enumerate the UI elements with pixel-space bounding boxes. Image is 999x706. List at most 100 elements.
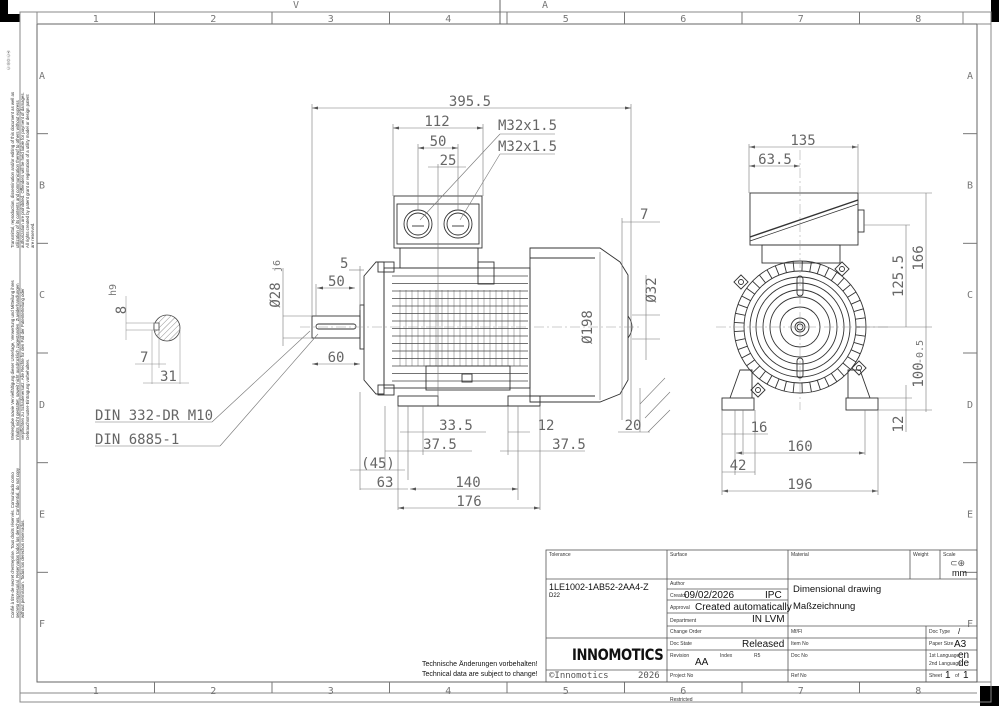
key-section-view — [125, 296, 189, 384]
sheet-label: Sheet — [929, 673, 943, 679]
dim-fan-cover-diameter: Ø198 — [580, 310, 596, 344]
dimension-arrow — [317, 286, 323, 290]
dimension-arrow — [512, 487, 518, 491]
column-marker: 5 — [563, 686, 569, 697]
column-marker: 6 — [680, 686, 686, 697]
department-value: IN LVM — [752, 614, 785, 625]
approval-value: Created automatically — [695, 602, 792, 613]
dim-foot-hole-width: 16 — [751, 420, 768, 436]
note-changes-en: Technical data are subject to change! — [422, 671, 538, 678]
dim-key-tolerance: h9 — [108, 284, 119, 296]
index-value: R5 — [754, 653, 761, 659]
column-marker: 1 — [93, 686, 99, 697]
copyright: ©Innomotics — [549, 671, 609, 681]
dim-gland-thread-2: M32x1.5 — [498, 139, 557, 155]
dimension-arrow — [312, 362, 318, 366]
column-marker: 7 — [798, 686, 804, 697]
dimension-arrow — [418, 146, 424, 150]
restricted-label: Restricted — [670, 697, 693, 703]
dim-foot-offset-1: 33.5 — [439, 418, 473, 434]
column-marker: 4 — [445, 14, 451, 25]
row-marker: A — [39, 71, 45, 82]
row-marker: E — [39, 510, 45, 521]
doc-state-value: Released — [742, 639, 785, 650]
dimension-arrow — [354, 362, 360, 366]
dim-shaft-diameter: Ø28 — [268, 282, 284, 307]
dim-gland-spacing: 50 — [430, 134, 447, 150]
tolerance-label: Tolerance — [549, 552, 571, 558]
column-marker: 8 — [915, 686, 921, 697]
change-order-label: Change Order — [670, 629, 702, 635]
corner-mark — [0, 0, 8, 14]
dim-shaft-height-end: 100 — [911, 362, 927, 387]
author-label: Author — [670, 581, 685, 587]
row-marker: B — [967, 181, 973, 192]
dimension-arrow — [410, 487, 416, 491]
dim-overall-length: 395.5 — [449, 94, 491, 110]
part-sub: D22 — [549, 593, 561, 599]
column-marker: 3 — [328, 686, 334, 697]
revision-label: Revision — [670, 653, 690, 659]
corner-mark — [991, 0, 999, 22]
company-logo: INNOMOTICS — [572, 645, 664, 664]
doc-type-label: Doc Type — [929, 629, 951, 635]
column-marker: 2 — [210, 14, 216, 25]
note-key: DIN 6885-1 — [95, 432, 179, 448]
sheet-value: 1 — [945, 670, 951, 681]
dimension-arrow — [534, 506, 540, 510]
dim-terminal-box-width: 112 — [424, 114, 449, 130]
dim-overall-height: 166 — [911, 245, 927, 270]
doc-no-label: Doc No — [791, 653, 808, 659]
column-marker: 7 — [798, 14, 804, 25]
title-en: Dimensional drawing — [793, 584, 882, 595]
dimension-arrow — [477, 126, 483, 130]
dimension-arrow — [398, 506, 404, 510]
creator-value: IPC — [765, 590, 782, 601]
dim-foot-hole-spacing-end: 160 — [787, 439, 812, 455]
index-label: Index — [720, 653, 733, 659]
dim-shaft-length: 60 — [328, 350, 345, 366]
dim-foot-offset-2: 37.5 — [423, 437, 457, 453]
note-thread: DIN 332-DR M10 — [95, 408, 213, 424]
side-dim-lines — [95, 104, 671, 510]
projection-symbol-icon: ⊂⊕ — [950, 558, 966, 568]
dim-box-offset: 63.5 — [758, 152, 792, 168]
column-marker: 6 — [680, 14, 686, 25]
dim-key-length: 50 — [328, 274, 345, 290]
creator-label: Creator — [670, 593, 687, 599]
dimension-arrow — [312, 106, 318, 110]
sheet-total: 1 — [963, 670, 969, 681]
dimension-arrow — [625, 106, 631, 110]
top-mark-v: V — [293, 0, 299, 11]
scale-unit: mm — [952, 568, 967, 578]
department-label: Department — [670, 618, 697, 624]
corner-mark — [980, 686, 999, 706]
column-marker: 2 — [210, 686, 216, 697]
keyway — [153, 322, 160, 331]
side-note-en: Transmittal, reproduction, dissemination… — [10, 91, 35, 248]
dim-foot-height: 12 — [891, 416, 907, 433]
paper-size-value: A3 — [954, 639, 967, 650]
column-marker: 4 — [445, 686, 451, 697]
dim-key-width: 8 — [114, 306, 130, 314]
row-marker: A — [967, 71, 973, 82]
column-marker: 3 — [328, 14, 334, 25]
shaft-key — [315, 323, 357, 330]
dim-63: 63 — [377, 475, 394, 491]
sheet-of: of — [955, 673, 960, 679]
dim-foot-edge: 42 — [730, 458, 747, 474]
row-marker: D — [39, 400, 45, 411]
note-changes-de: Technische Änderungen vorbehalten! — [422, 661, 538, 668]
weight-label: Weight — [913, 552, 929, 558]
row-marker: B — [39, 181, 45, 192]
row-marker: C — [967, 290, 973, 301]
row-marker: C — [39, 290, 45, 301]
side-note-codes: Ⓒ ⓃⓄ ⒸⒶ — [6, 50, 10, 70]
lang1-label: 1st Language — [929, 653, 960, 659]
lang2-label: 2nd Language — [929, 661, 961, 667]
dim-key-depth: 7 — [140, 350, 148, 366]
dim-shaft-tolerance: j6 — [272, 260, 283, 272]
